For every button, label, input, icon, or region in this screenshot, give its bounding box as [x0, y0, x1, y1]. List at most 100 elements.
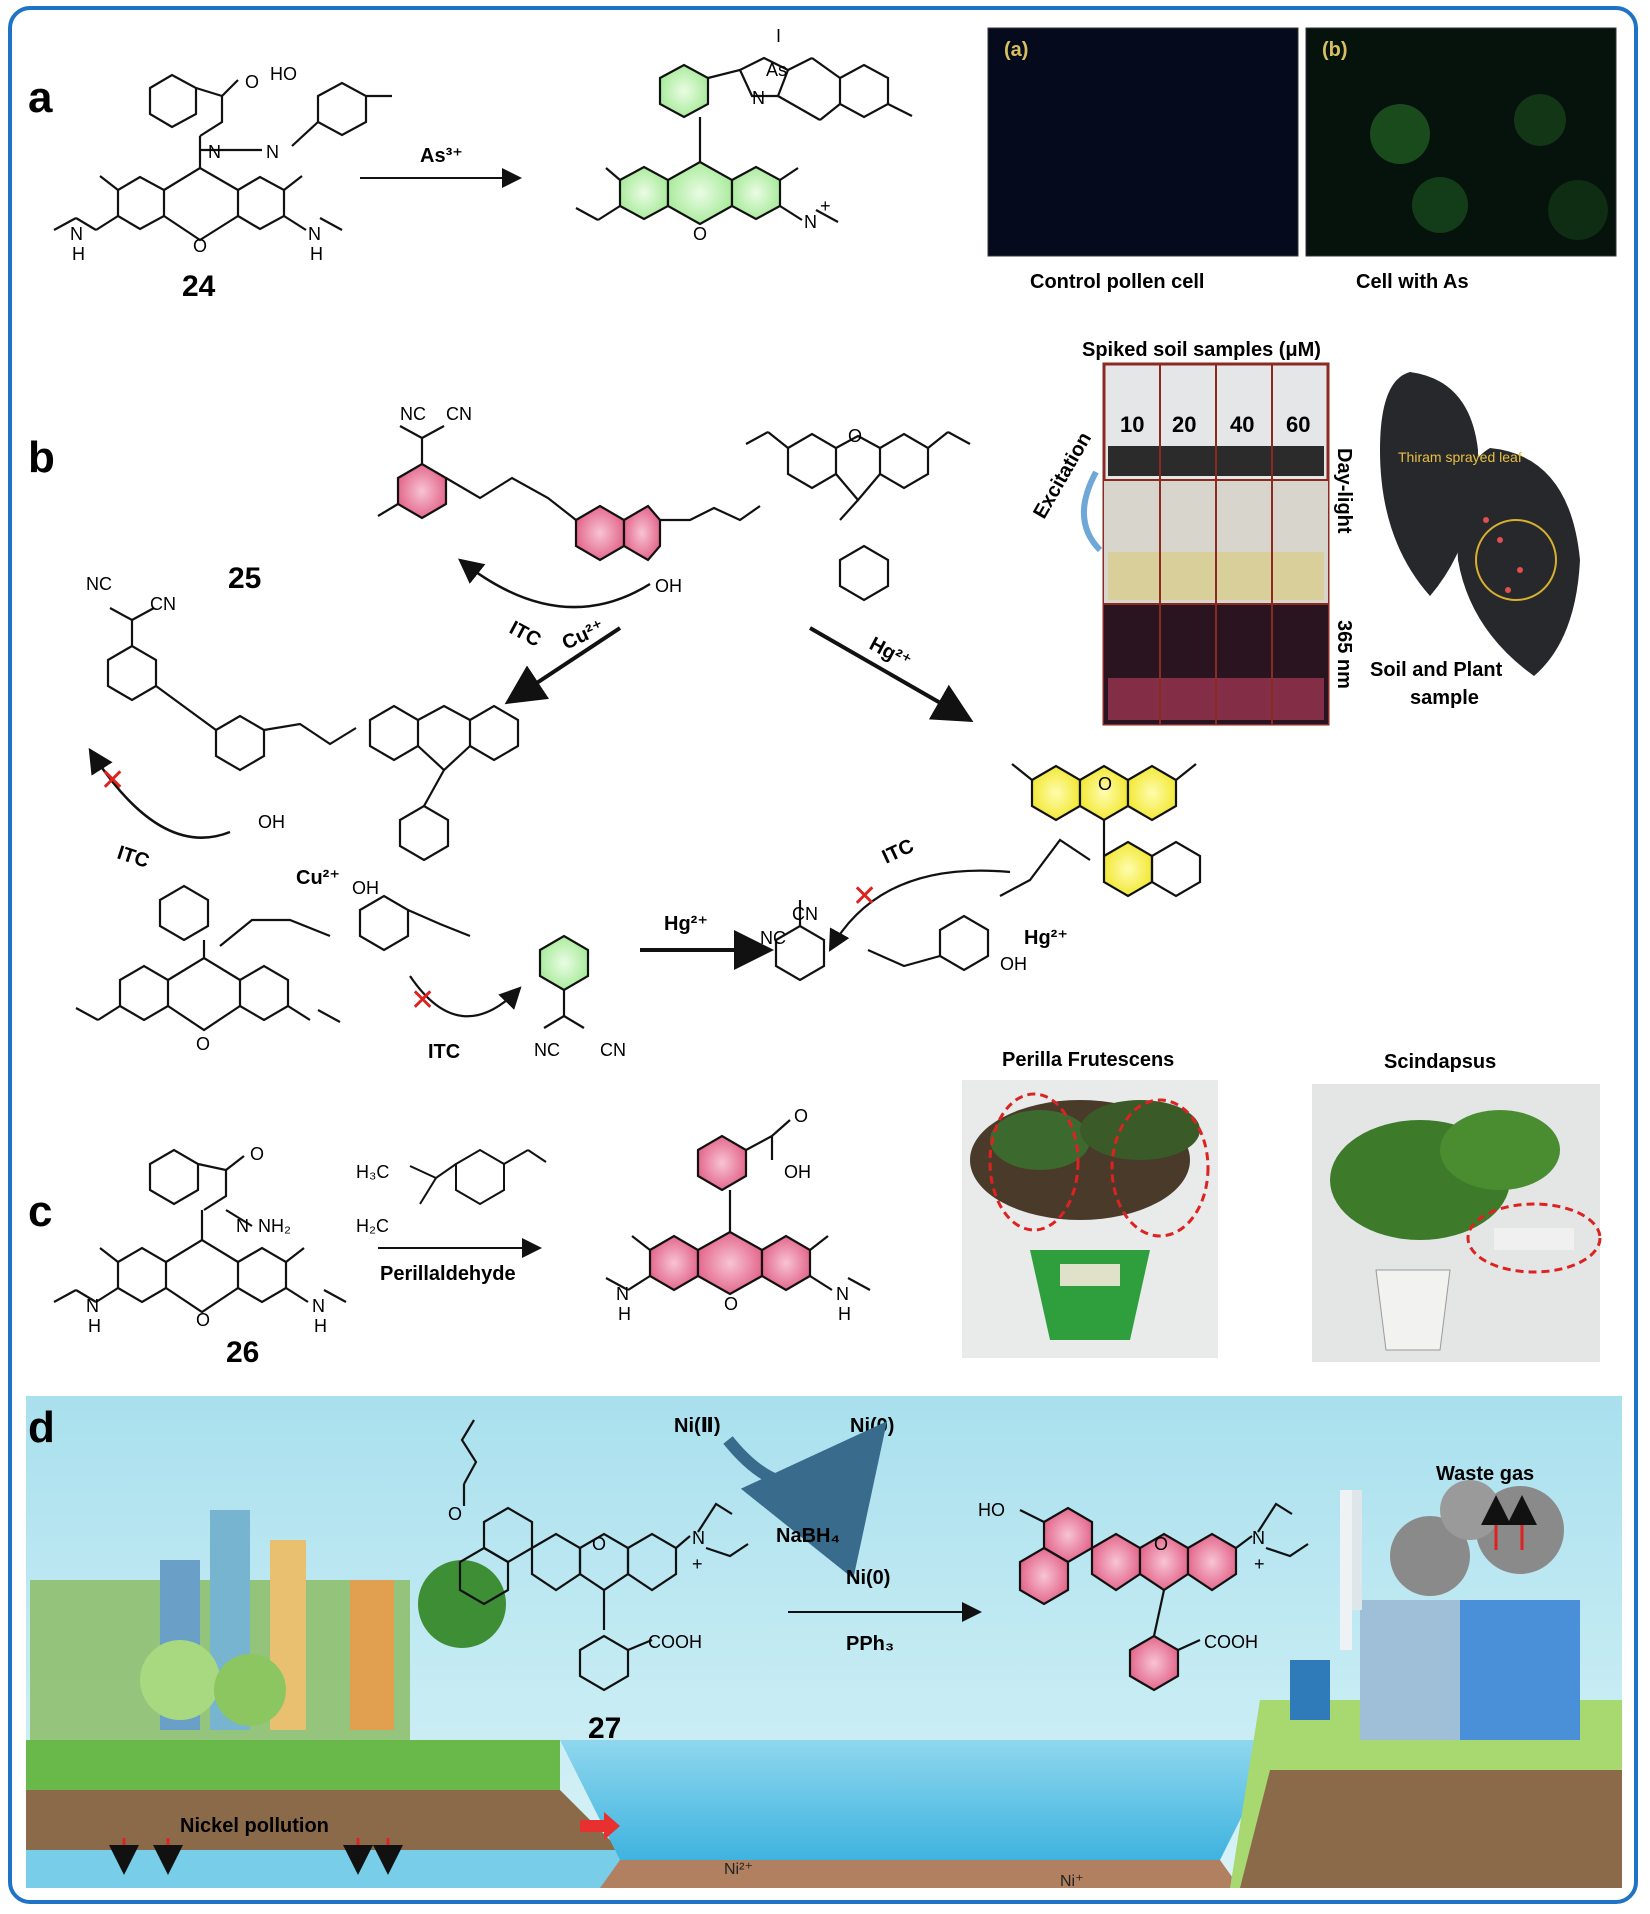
cu-label: Cu²⁺	[559, 616, 608, 654]
hg-reactant-structure	[75, 884, 590, 1032]
atom-plus-27-product: +	[1254, 1554, 1265, 1574]
atom-o-product: O	[693, 224, 707, 244]
compound-24-product	[575, 56, 913, 226]
thiram-leaf-label: Thiram sprayed leaf	[1398, 449, 1522, 465]
compound-25-structure	[377, 425, 971, 602]
daylight-label: Day-light	[1333, 448, 1355, 534]
hg-label: Hg²⁺	[866, 633, 915, 673]
thiram-leaves-photo	[1380, 372, 1580, 676]
atom-oh-hg: OH	[1000, 954, 1027, 974]
ni0-top-label: Ni(0)	[850, 1415, 894, 1437]
compound-26-product	[605, 1119, 871, 1296]
atom-o-25: O	[848, 426, 862, 446]
uv-365-label: 365 nm	[1333, 620, 1355, 689]
atom-o-24: O	[245, 72, 259, 92]
panel-label-b: b	[28, 433, 55, 482]
micrograph-b: (b)	[1305, 27, 1617, 257]
concentration-20: 20	[1172, 412, 1196, 437]
excitation-arrow	[1081, 470, 1103, 553]
atom-h-c-left: H	[618, 1304, 631, 1324]
ni-ion-label-1: Ni²⁺	[724, 1861, 753, 1878]
atom-cn-25: CN	[446, 404, 472, 424]
compound-label-26: 26	[226, 1336, 259, 1369]
perilla-photo	[962, 1080, 1218, 1358]
atom-cn-reactant: CN	[600, 1040, 626, 1060]
atom-oh-25: OH	[655, 576, 682, 596]
caption-cell-with-as: Cell with As	[1356, 271, 1469, 293]
pph3-label: PPh₃	[846, 1633, 894, 1655]
compound-24-structure	[53, 73, 392, 242]
atom-h2-24: H	[310, 244, 323, 264]
atom-o-reactant: O	[196, 1034, 210, 1054]
hg-complex-structure	[774, 763, 1202, 982]
atom-ho-24: HO	[270, 64, 297, 84]
atom-plus-27: +	[692, 1554, 703, 1574]
blocked-cross-cu: ✕	[100, 764, 125, 797]
panel-label-c: c	[28, 1187, 52, 1236]
atom-oring-27: O	[592, 1534, 606, 1554]
soil-vials-photo	[1102, 362, 1330, 726]
perillaldehyde-structure	[409, 1148, 547, 1206]
atom-oring-26: O	[196, 1310, 210, 1330]
figure-frame	[8, 6, 1638, 1904]
panel-label-a: a	[28, 73, 53, 122]
itc-arrow-reactant	[409, 975, 522, 1018]
compound-label-27: 27	[588, 1712, 621, 1745]
atom-o-27: O	[448, 1504, 462, 1524]
atom-oring-27-product: O	[1154, 1534, 1168, 1554]
atom-h-right-26: H	[314, 1316, 327, 1336]
ni0-label: Ni(0)	[846, 1567, 890, 1589]
atom-oh-reactant: OH	[352, 878, 379, 898]
itc-label-reactant: ITC	[428, 1041, 460, 1063]
atom-nh1-24: N	[70, 224, 83, 244]
perillaldehyde-label: Perillaldehyde	[380, 1263, 516, 1285]
environment-illustration	[26, 1396, 1622, 1888]
cu-arrow	[504, 626, 622, 705]
itc-arrow-top	[458, 558, 651, 609]
itc-label-cu: ITC	[114, 842, 151, 873]
blocked-cross-hg: ✕	[852, 880, 877, 913]
atom-nc-hg: NC	[760, 928, 786, 948]
concentration-40: 40	[1230, 412, 1254, 437]
atom-n-27: N	[692, 1528, 705, 1548]
plant-label-perilla: Perilla Frutescens	[1002, 1049, 1174, 1071]
cooh-27: COOH	[648, 1632, 702, 1652]
hg-arrow	[809, 626, 974, 722]
compound-label-24: 24	[182, 270, 216, 303]
atom-h2c: H₂C	[356, 1216, 389, 1236]
atom-o-hg: O	[1098, 774, 1112, 794]
atom-n2-24: N	[266, 142, 279, 162]
plant-label-scindapsus: Scindapsus	[1384, 1051, 1496, 1073]
atom-nc-cu: NC	[86, 574, 112, 594]
itc-label-top: ITC	[506, 617, 545, 652]
compound-27-structure	[458, 1419, 749, 1692]
nabh4-label: NaBH₄	[776, 1525, 840, 1547]
reduction-arrow	[723, 1421, 888, 1579]
hg-ion-label: Hg²⁺	[1024, 927, 1068, 949]
panel-label-d: d	[28, 1403, 55, 1452]
atom-nh2-26: NH₂	[258, 1216, 291, 1236]
blocked-cross-reactant: ✕	[410, 984, 435, 1017]
itc-label-hg: ITC	[879, 835, 917, 869]
atom-n-c-left: N	[616, 1284, 629, 1304]
atom-n-27-product: N	[1252, 1528, 1265, 1548]
atom-nplus-product: N	[804, 212, 817, 232]
itc-arrow-hg	[828, 869, 1011, 952]
atom-ho-27-product: HO	[978, 1500, 1005, 1520]
soil-samples-title: Spiked soil samples (μM)	[1082, 339, 1321, 361]
atom-n-left-26: N	[86, 1296, 99, 1316]
micrograph-label-a: (a)	[1004, 39, 1028, 61]
atom-h1-24: H	[72, 244, 85, 264]
atom-cn-hg: CN	[792, 904, 818, 924]
atom-plus-product: +	[820, 196, 831, 216]
atom-nh2-24: N	[308, 224, 321, 244]
itc-arrow-cu	[88, 747, 231, 839]
reagent-as3: As³⁺	[420, 145, 463, 167]
cu-complex-structure	[106, 607, 520, 862]
scindapsus-photo	[1312, 1084, 1602, 1362]
atom-h3c: H₃C	[356, 1162, 389, 1182]
concentration-10: 10	[1120, 412, 1144, 437]
atom-nc-25: NC	[400, 404, 426, 424]
cu-ion-label: Cu²⁺	[296, 867, 340, 889]
atom-h-left-26: H	[88, 1316, 101, 1336]
